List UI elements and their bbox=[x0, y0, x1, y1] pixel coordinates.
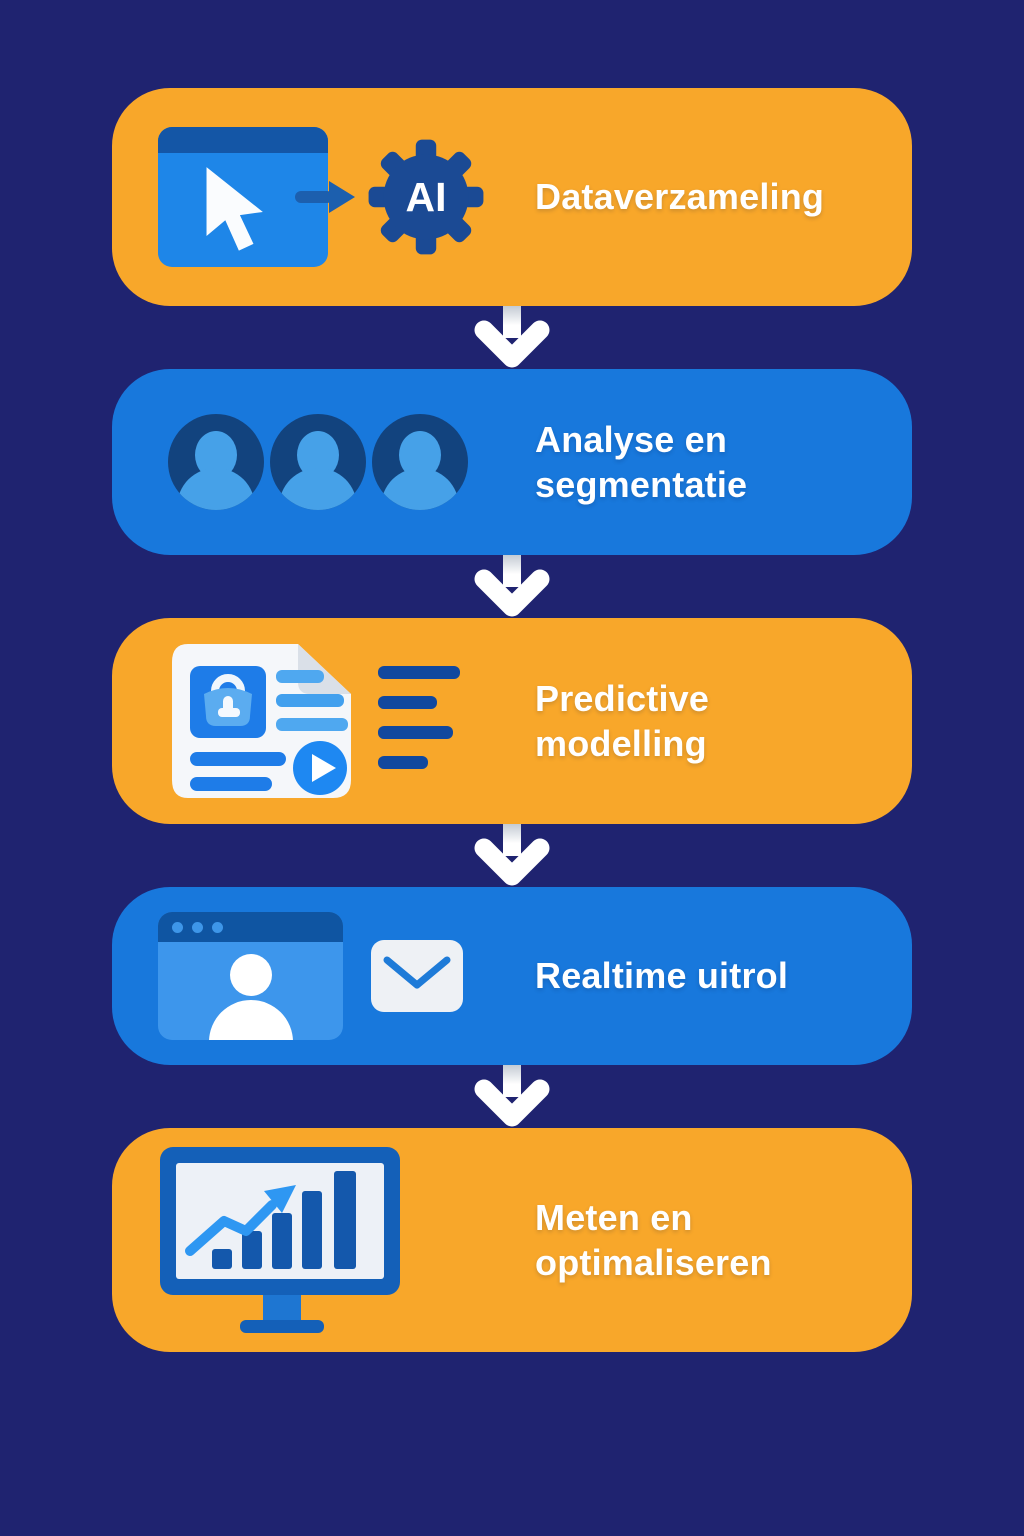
document-lock-play-icon bbox=[172, 644, 351, 798]
step-5-icons bbox=[112, 1128, 535, 1352]
flow-connector bbox=[467, 824, 557, 887]
down-arrow-icon bbox=[474, 824, 550, 886]
envelope-icon bbox=[371, 940, 463, 1012]
browser-titlebar bbox=[158, 127, 328, 153]
step-1-icons: AI bbox=[112, 88, 535, 306]
ai-gear-icon: AI bbox=[368, 139, 484, 255]
browser-user-icon bbox=[158, 912, 343, 1040]
step-2-icons bbox=[112, 369, 535, 555]
user-avatar-icon bbox=[270, 414, 366, 510]
person-icon bbox=[229, 954, 272, 996]
cursor-icon bbox=[206, 167, 263, 251]
window-dot bbox=[172, 922, 183, 933]
flow-connector bbox=[467, 555, 557, 618]
step-4-icons bbox=[112, 887, 535, 1065]
flow-diagram: AI Dataverzameling bbox=[112, 88, 912, 1352]
bar-chart-icon bbox=[212, 1170, 356, 1269]
window-dot bbox=[192, 922, 203, 933]
step-label: Meten en optimaliseren bbox=[535, 1196, 772, 1283]
step-realtime-uitrol: Realtime uitrol bbox=[112, 887, 912, 1065]
step-meten-en-optimaliseren: Meten en optimaliseren bbox=[112, 1128, 912, 1352]
step-3-icons bbox=[112, 618, 535, 824]
down-arrow-icon bbox=[474, 306, 550, 368]
step-analyse-en-segmentatie: Analyse en segmentatie bbox=[112, 369, 912, 555]
step-label: Realtime uitrol bbox=[535, 955, 789, 997]
step-label: Dataverzameling bbox=[535, 176, 825, 218]
step-label: Predictive modelling bbox=[535, 677, 710, 764]
step-label: Analyse en segmentatie bbox=[535, 418, 748, 505]
step-dataverzameling: AI Dataverzameling bbox=[112, 88, 912, 306]
arrow-right-icon bbox=[295, 181, 355, 213]
ai-gear-label: AI bbox=[406, 174, 447, 220]
down-arrow-icon bbox=[474, 1065, 550, 1127]
monitor-growth-chart-icon bbox=[160, 1146, 400, 1333]
user-avatar-icon bbox=[168, 414, 264, 510]
flow-connector bbox=[467, 1065, 557, 1128]
flow-connector bbox=[467, 306, 557, 369]
browser-titlebar bbox=[158, 912, 343, 942]
down-arrow-icon bbox=[474, 555, 550, 617]
user-avatar-icon bbox=[372, 414, 468, 510]
step-predictive-modelling: Predictive modelling bbox=[112, 618, 912, 824]
growth-arrow-icon bbox=[185, 1199, 277, 1256]
list-lines-icon bbox=[378, 666, 460, 769]
window-dot bbox=[212, 922, 223, 933]
